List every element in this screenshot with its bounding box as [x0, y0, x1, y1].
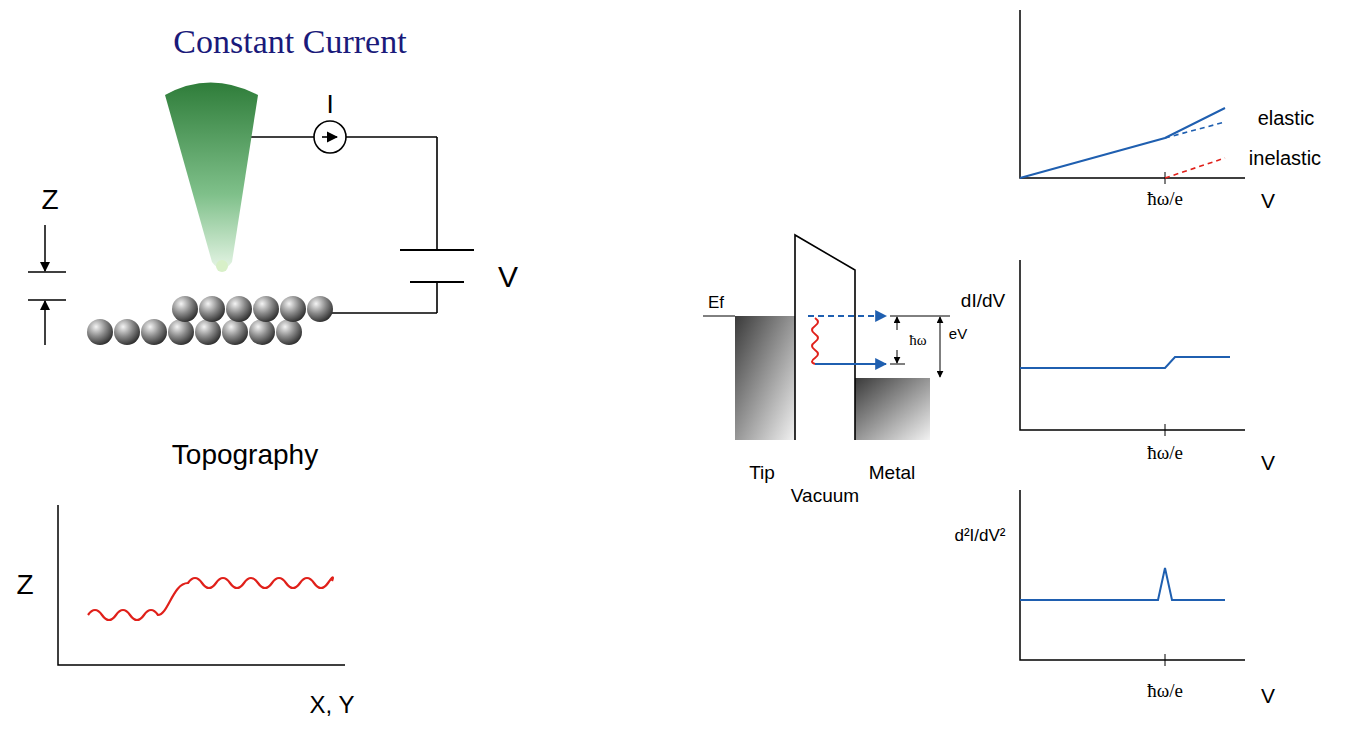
tick-label: ħω/e: [1147, 681, 1183, 700]
topography-graph: [58, 505, 345, 665]
d2idv2-graph: [1020, 490, 1245, 666]
atom: [195, 319, 221, 345]
didv-graph: [1020, 260, 1245, 436]
current-label: I: [326, 91, 333, 117]
region-label: Metal: [869, 463, 915, 482]
axis-label: dI/dV: [961, 291, 1005, 310]
axis-label: Z: [41, 186, 58, 214]
atom: [249, 319, 275, 345]
atom: [114, 319, 140, 345]
atom: [222, 319, 248, 345]
tip-apex: [216, 260, 228, 272]
atom: [276, 319, 302, 345]
energy-label: ħω: [909, 333, 926, 348]
axis-label: V: [1261, 452, 1275, 473]
atom: [307, 296, 333, 322]
axis-label: Z: [16, 571, 33, 599]
energy-label: eV: [949, 326, 967, 341]
panel-title: Constant Current: [173, 25, 406, 59]
surface-atoms: [87, 296, 333, 345]
circuit: [245, 121, 474, 313]
region-label: Vacuum: [791, 486, 859, 505]
axis-label: d²I/dV²: [954, 527, 1005, 544]
iv-graph: [1020, 10, 1245, 184]
axis-label: V: [1261, 685, 1275, 706]
atom: [199, 296, 225, 322]
current-source: [314, 121, 346, 153]
atom: [253, 296, 279, 322]
tick-label: ħω/e: [1147, 189, 1183, 208]
energy-label: Ef: [708, 294, 724, 311]
curve-label: inelastic: [1249, 148, 1321, 168]
atom: [172, 296, 198, 322]
axis-label: V: [1261, 190, 1275, 211]
tick-label: ħω/e: [1147, 443, 1183, 462]
curve-label: elastic: [1258, 108, 1315, 128]
energy-diagram: [703, 235, 950, 440]
stm-tip: [165, 83, 258, 270]
voltage-label: V: [498, 262, 518, 292]
atom: [87, 319, 113, 345]
z-dimension: [28, 225, 66, 345]
atom: [280, 296, 306, 322]
atom: [141, 319, 167, 345]
axis-label: X, Y: [310, 693, 355, 717]
atom: [226, 296, 252, 322]
atom: [168, 319, 194, 345]
region-label: Tip: [749, 463, 775, 482]
graph-title: Topography: [172, 441, 318, 469]
